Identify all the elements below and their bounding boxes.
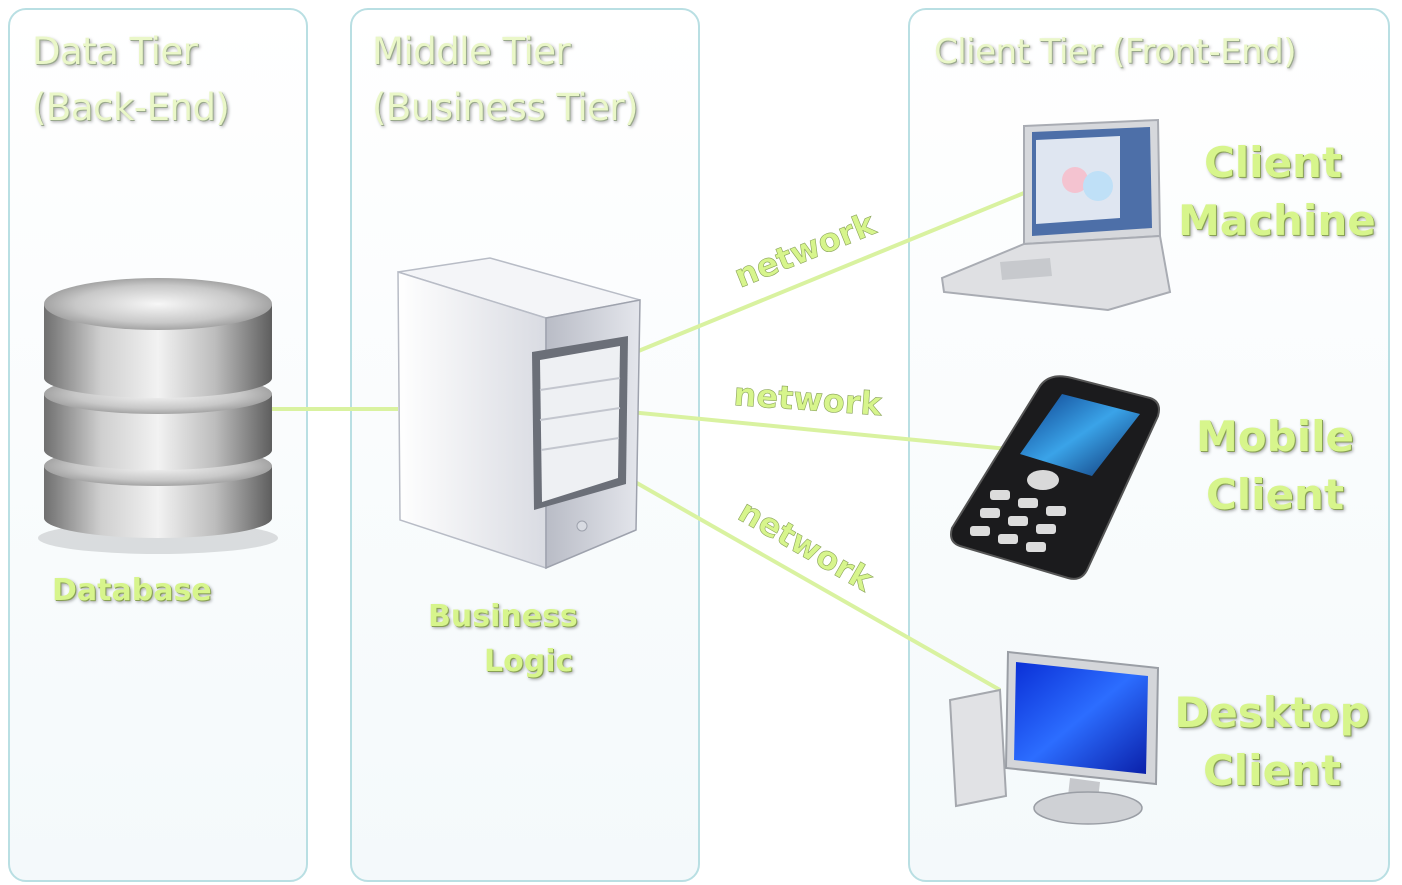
mobile-client-label: Mobile Client	[1180, 408, 1370, 524]
desktop-client-label-line1: Desktop	[1174, 688, 1370, 737]
client-tier-title: Client Tier (Front-End)	[934, 24, 1297, 80]
client-machine-label: Client Machine	[1178, 134, 1376, 250]
business-logic-label: Business Logic	[428, 594, 578, 684]
middle-tier-title-line2: (Business Tier)	[372, 86, 639, 129]
mobile-client-label-line1: Mobile	[1196, 412, 1354, 461]
mobile-phone-icon	[950, 375, 1160, 580]
desktop-computer-icon	[948, 650, 1160, 825]
connector-server-desktop	[627, 476, 1001, 692]
mobile-client-label-line2: Client	[1205, 470, 1345, 519]
business-logic-label-line2: Logic	[484, 644, 574, 679]
client-machine-label-line1: Client	[1203, 138, 1343, 187]
data-tier-title-line2: (Back-End)	[32, 86, 230, 129]
middle-tier-title-line1: Middle Tier	[372, 30, 571, 73]
network-label-mobile: network	[732, 375, 883, 423]
laptop-icon	[940, 118, 1172, 312]
data-tier-title: Data Tier (Back-End)	[32, 24, 230, 136]
middle-tier-title: Middle Tier (Business Tier)	[372, 24, 639, 136]
desktop-client-label: Desktop Client	[1172, 684, 1372, 800]
client-tier-title-line1: Client Tier (Front-End)	[934, 32, 1297, 72]
connector-server-laptop	[635, 191, 1025, 354]
desktop-client-label-line2: Client	[1202, 746, 1342, 795]
client-machine-label-line2: Machine	[1178, 196, 1376, 245]
data-tier-title-line1: Data Tier	[32, 30, 198, 73]
network-label-desktop: network	[732, 492, 880, 599]
database-label: Database	[52, 573, 212, 608]
database-icon	[38, 278, 278, 554]
business-logic-label-line1: Business	[428, 599, 578, 634]
server-icon	[397, 257, 641, 570]
connector-server-mobile	[629, 410, 1009, 451]
